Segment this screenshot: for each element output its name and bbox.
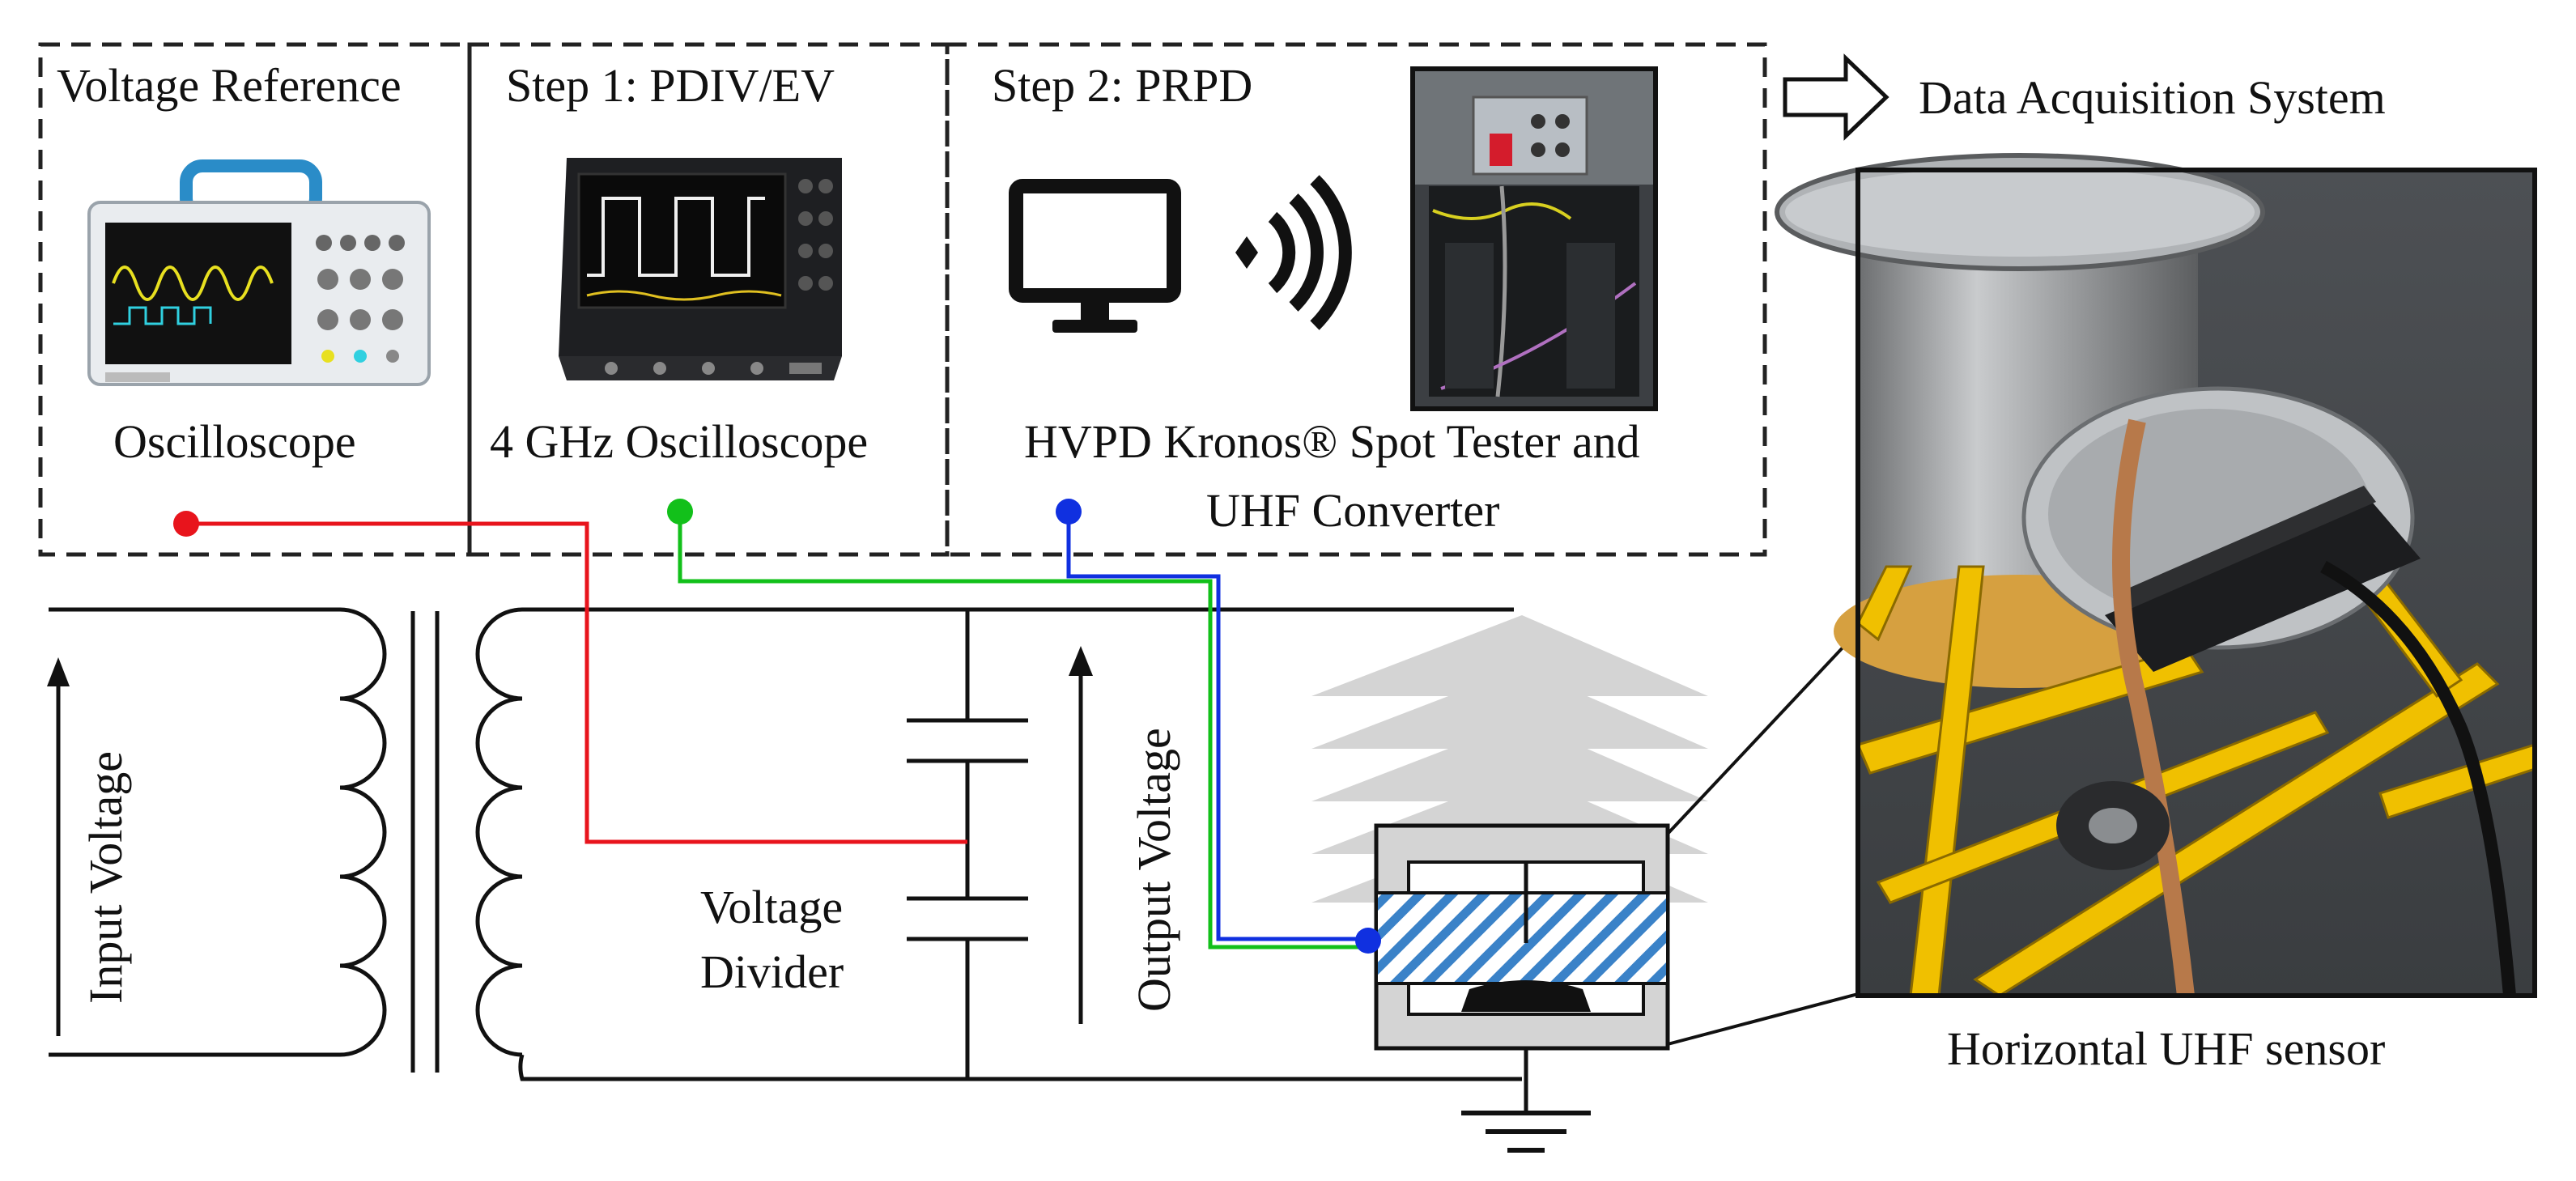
monitor-icon (1009, 179, 1181, 333)
sensor-connection-dot (1355, 928, 1381, 954)
step1-probe-dot (667, 499, 693, 525)
step2-box (945, 42, 1767, 557)
voltage-divider-label-line2: Divider (700, 945, 844, 998)
hollow-arrow-icon (1783, 53, 1889, 141)
reference-probe-dot (173, 511, 199, 537)
secondary-winding (475, 607, 523, 1057)
oscilloscope-image (87, 159, 431, 386)
step2-title: Step 2: PRPD (992, 59, 1252, 112)
insulation-sample (1375, 891, 1669, 985)
wireless-signal-icon (1235, 175, 1352, 330)
output-voltage-arrow (1069, 646, 1093, 1024)
data-acquisition-label: Data Acquisition System (1919, 71, 2386, 124)
voltage-divider (907, 610, 1028, 1079)
step2-probe-dot (1056, 499, 1082, 525)
input-voltage-arrow (47, 657, 70, 1036)
spot-tester-label-line2: UHF Converter (1206, 484, 1499, 537)
output-voltage-label: Output Voltage (1128, 728, 1180, 1012)
transformer (49, 607, 1522, 1081)
uhf-sensor-photo (1775, 153, 2537, 998)
spot-tester-photo (1410, 66, 1658, 411)
voltage-reference-box (38, 42, 472, 557)
voltage-reference-title: Voltage Reference (57, 59, 402, 112)
step2-wire (1066, 512, 1368, 941)
instrument-boxes (38, 42, 1767, 557)
step1-wire (678, 512, 1364, 949)
probe-wires (186, 512, 1368, 949)
reference-wire (186, 521, 967, 844)
step1-title: Step 1: PDIV/EV (506, 59, 835, 112)
4ghz-oscilloscope-label: 4 GHz Oscilloscope (490, 415, 868, 468)
primary-wire-top (49, 607, 387, 701)
spot-tester-label-line1: HVPD Kronos® Spot Tester and (1024, 415, 1640, 468)
input-voltage-label: Input Voltage (79, 751, 132, 1004)
ground-icon (1461, 1111, 1591, 1153)
photo-caption: Horizontal UHF sensor (1947, 1022, 2385, 1075)
ground-electrode (1461, 980, 1591, 1012)
test-cell (1374, 823, 1670, 1113)
primary-winding (339, 696, 387, 1057)
ground-bus (518, 1054, 1522, 1081)
oscilloscope-label: Oscilloscope (113, 415, 356, 468)
voltage-divider-label-line1: Voltage (700, 881, 843, 933)
zoom-lines (1666, 630, 1860, 1046)
4ghz-oscilloscope-image (559, 158, 842, 380)
